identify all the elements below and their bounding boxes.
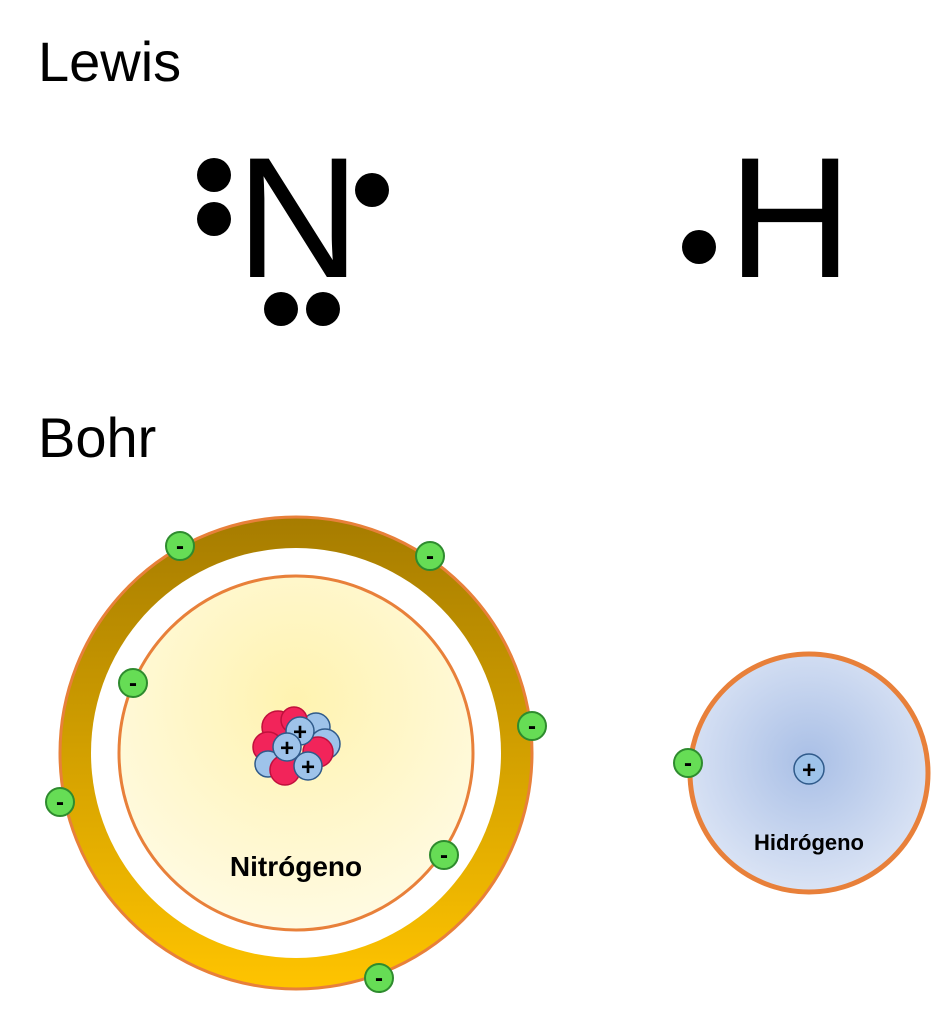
proton-sign: + (802, 757, 816, 784)
hydrogen-valence-electron-dot (682, 230, 716, 264)
neutron (272, 732, 302, 762)
electron-sign: - (375, 965, 383, 992)
proton-sign: + (301, 754, 315, 781)
nitrogen-label: Nitrógeno (229, 851, 363, 882)
electron-sign: - (176, 533, 184, 560)
nitrogen-lewis-symbol: N (236, 122, 361, 314)
neutron (293, 751, 323, 781)
electron-sign: - (684, 750, 692, 777)
valence-electron-dot (264, 292, 298, 326)
valence-electron-dot (355, 173, 389, 207)
electron: - (517, 711, 547, 741)
bohr-heading: Bohr (38, 406, 157, 469)
electron: - (165, 531, 195, 561)
electron-sign: - (440, 842, 448, 869)
electron-sign: - (129, 670, 137, 697)
electron-sign: - (426, 543, 434, 570)
lewis-heading: Lewis (38, 30, 182, 93)
nitrogen-nucleus: + + + (252, 706, 341, 786)
lone-pair-electron-dot (197, 202, 231, 236)
proton-sign: + (280, 735, 294, 762)
hydrogen-atom: + (687, 651, 931, 895)
electron-sign: - (528, 713, 536, 740)
electron: - (364, 963, 394, 993)
electron: - (415, 541, 445, 571)
hydrogen-electron: - (673, 748, 703, 778)
electron: - (45, 787, 75, 817)
hydrogen-label: Hidrógeno (754, 830, 864, 855)
electron: - (429, 840, 459, 870)
hydrogen-lewis-symbol: H (728, 122, 853, 314)
hydrogen-proton (793, 753, 825, 785)
electrons: - - - - - - - - (45, 531, 703, 993)
electron: - (118, 668, 148, 698)
lone-pair-electron-dot (197, 158, 231, 192)
electron-sign: - (56, 789, 64, 816)
valence-electron-dot (306, 292, 340, 326)
